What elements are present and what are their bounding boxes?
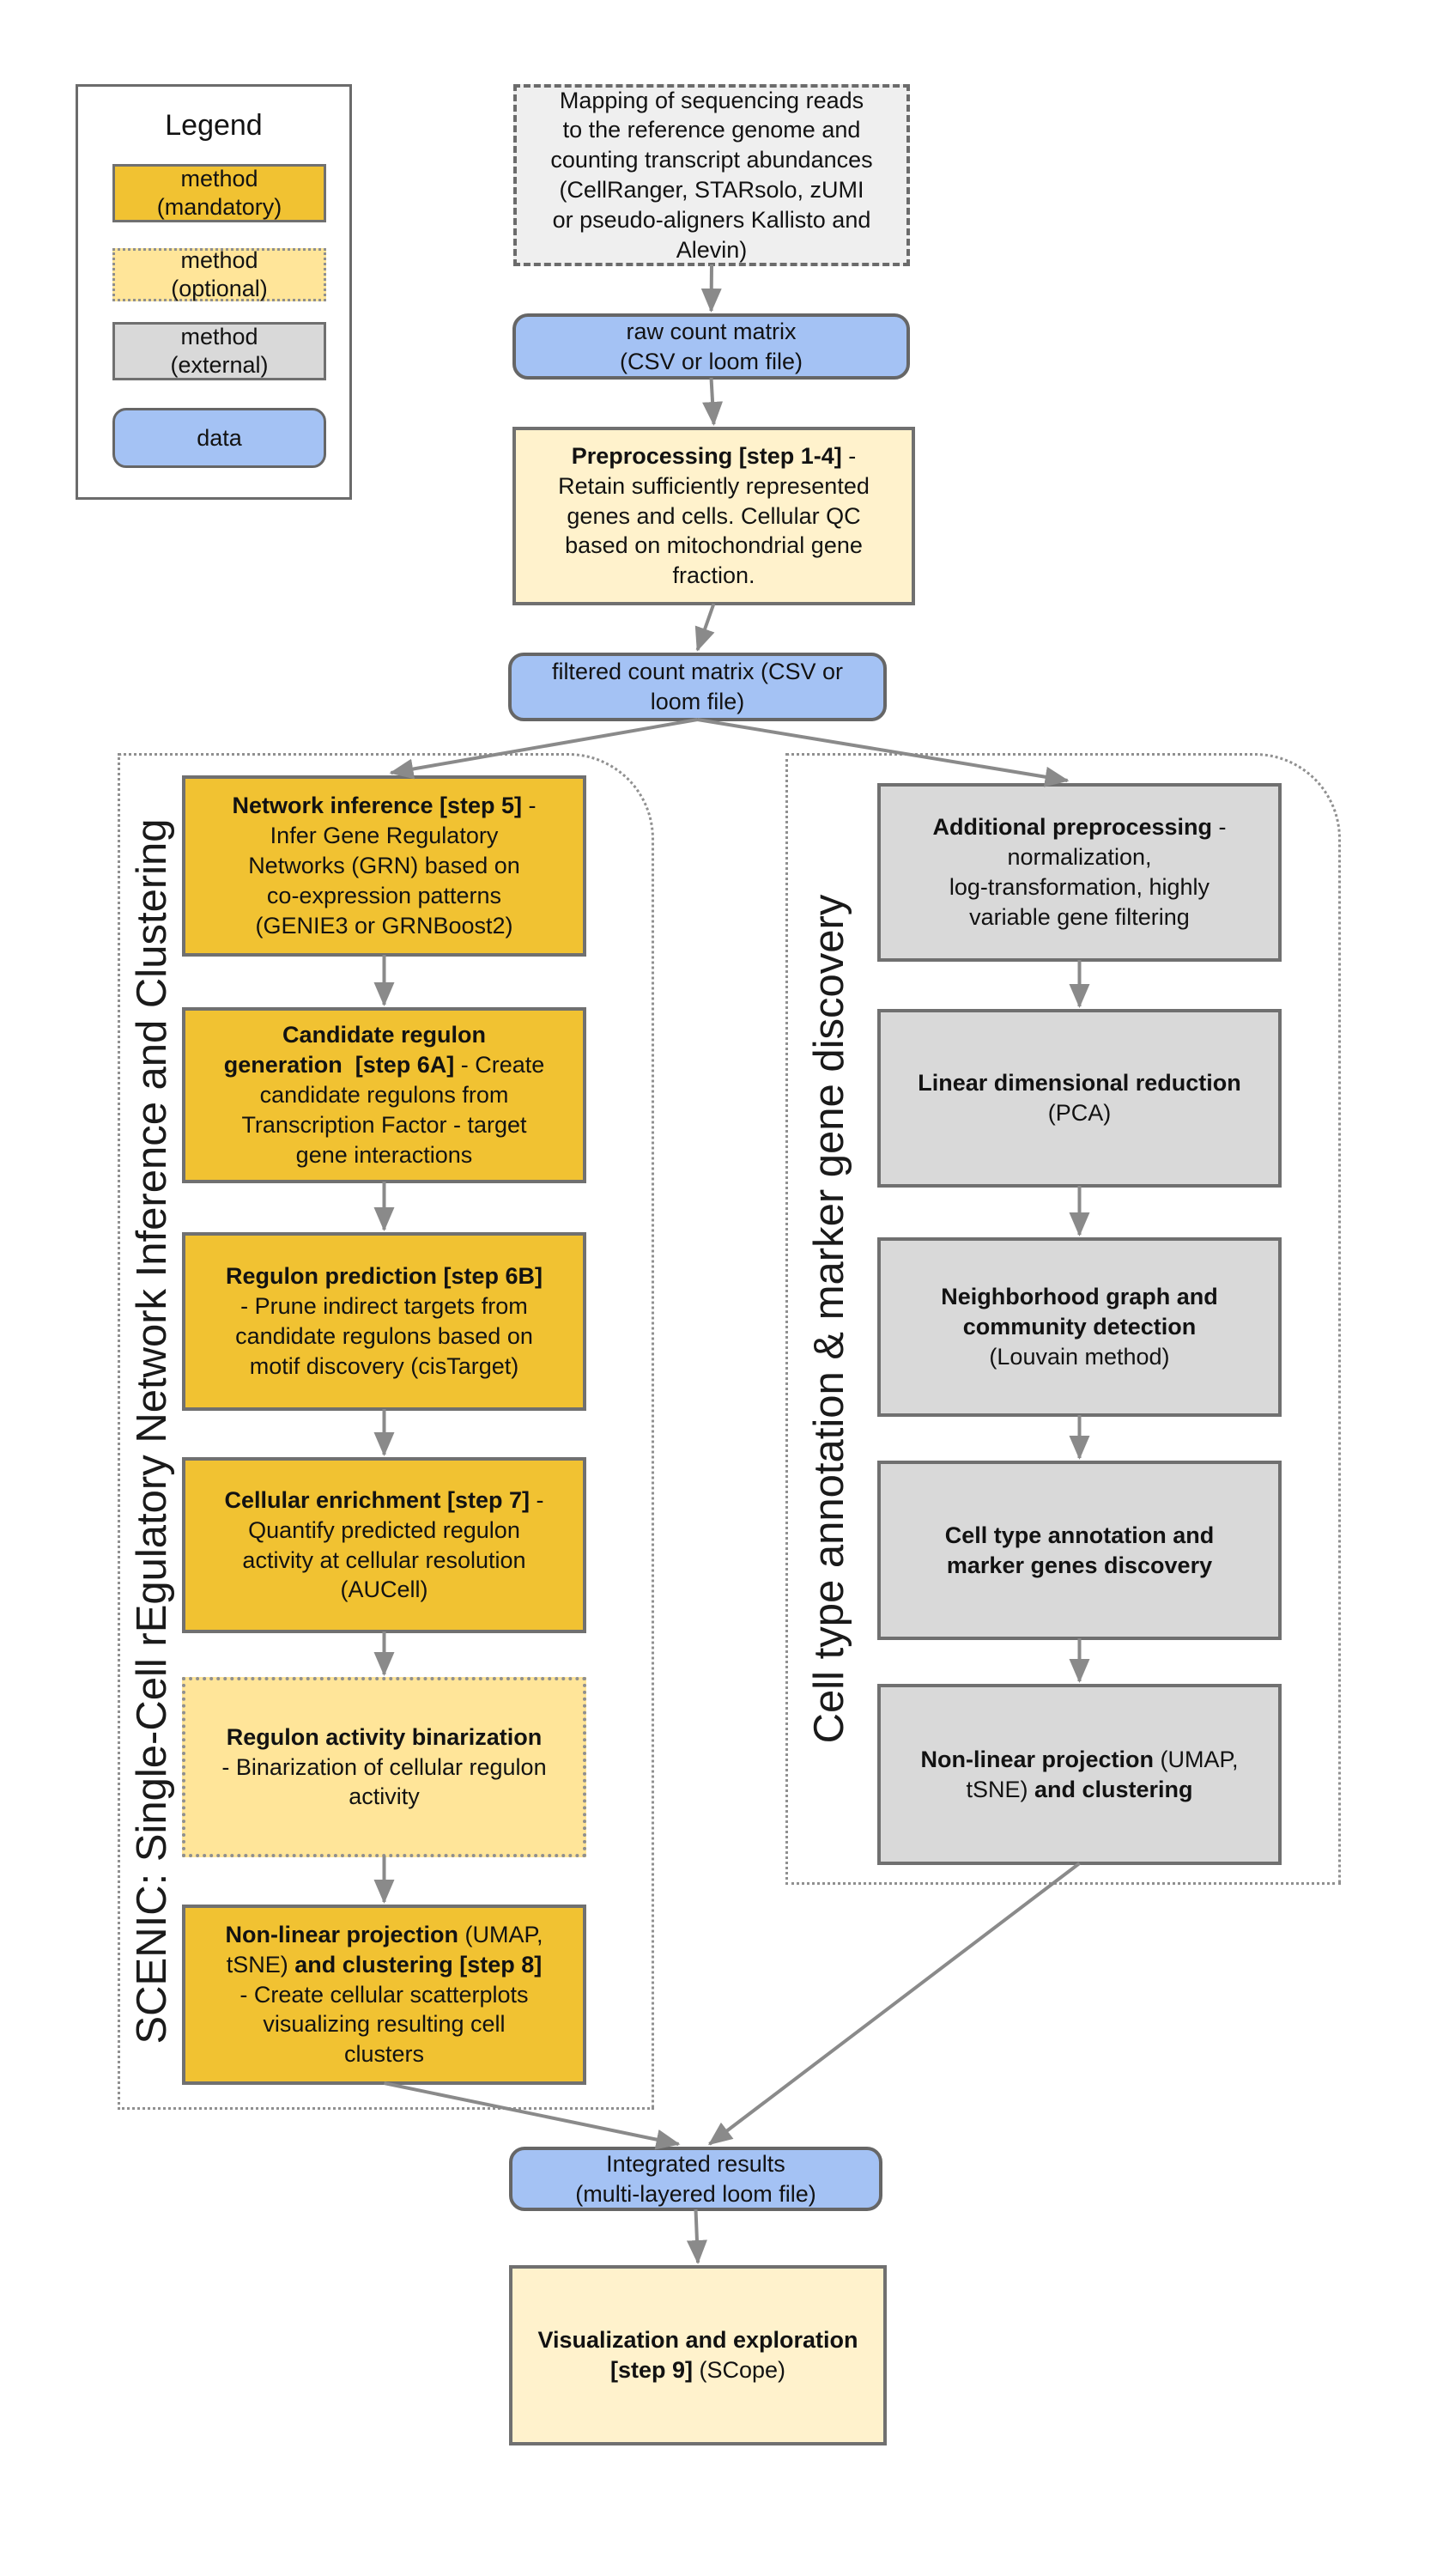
- node-text: Mapping of sequencing reads to the refer…: [550, 87, 873, 263]
- node-nonlinear-projection-clustering-celltype: Non-linear projection (UMAP, tSNE) and c…: [877, 1684, 1282, 1865]
- node-text: Linear dimensional reduction (PCA): [918, 1070, 1241, 1126]
- node-network-inference: Network inference [step 5] - Infer Gene …: [182, 775, 586, 957]
- node-regulon-prediction: Regulon prediction [step 6B] - Prune ind…: [182, 1232, 586, 1411]
- node-integrated-results: Integrated results (multi-layered loom f…: [509, 2147, 882, 2211]
- node-text: Cell type annotation and marker genes di…: [944, 1522, 1215, 1578]
- node-preprocessing: Preprocessing [step 1-4] - Retain suffic…: [512, 427, 915, 605]
- node-regulon-activity-binarization: Regulon activity binarization - Binariza…: [182, 1677, 586, 1857]
- node-text: Additional preprocessing - normalization…: [932, 814, 1227, 930]
- scenic-group-label: SCENIC: Single-Cell rEgulatory Network I…: [129, 818, 175, 2044]
- node-text: Regulon prediction [step 6B] - Prune ind…: [225, 1263, 543, 1379]
- node-text: Candidate regulon generation [step 6A] -…: [223, 1022, 545, 1168]
- node-linear-dimensional-reduction: Linear dimensional reduction (PCA): [877, 1009, 1282, 1188]
- node-text: Preprocessing [step 1-4] - Retain suffic…: [558, 442, 870, 589]
- celltype-group-label: Cell type annotation & marker gene disco…: [806, 894, 852, 1744]
- node-text: Non-linear projection (UMAP, tSNE) and c…: [920, 1746, 1239, 1802]
- legend-item-method-optional: method (optional): [112, 247, 326, 301]
- legend-title: Legend: [165, 109, 263, 142]
- node-text: Non-linear projection (UMAP, tSNE) and c…: [225, 1921, 543, 2068]
- node-raw-count-matrix: raw count matrix (CSV or loom file): [512, 313, 910, 380]
- node-candidate-regulon-generation: Candidate regulon generation [step 6A] -…: [182, 1007, 586, 1183]
- legend-item-method-external: method (external): [112, 322, 326, 380]
- node-text: filtered count matrix (CSV or loom file): [551, 659, 844, 714]
- node-mapping-sequencing-reads: Mapping of sequencing reads to the refer…: [513, 84, 910, 266]
- node-text: Network inference [step 5] - Infer Gene …: [232, 793, 537, 939]
- node-text: Regulon activity binarization - Binariza…: [221, 1723, 547, 1810]
- node-additional-preprocessing: Additional preprocessing - normalization…: [877, 783, 1282, 962]
- legend: Legend method (mandatory) method (option…: [76, 84, 352, 500]
- node-cellular-enrichment: Cellular enrichment [step 7] - Quantify …: [182, 1457, 586, 1633]
- node-visualization-exploration: Visualization and exploration [step 9] (…: [509, 2265, 887, 2445]
- node-neighborhood-graph-community-detection: Neighborhood graph and community detecti…: [877, 1237, 1282, 1417]
- node-text: Integrated results (multi-layered loom f…: [575, 2150, 816, 2207]
- node-filtered-count-matrix: filtered count matrix (CSV or loom file): [508, 653, 887, 721]
- node-text: Visualization and exploration [step 9] (…: [537, 2327, 858, 2383]
- legend-item-data: data: [112, 408, 326, 468]
- node-text: Cellular enrichment [step 7] - Quantify …: [224, 1486, 544, 1603]
- node-text: Neighborhood graph and community detecti…: [941, 1284, 1218, 1370]
- node-text: raw count matrix (CSV or loom file): [619, 318, 803, 374]
- node-nonlinear-projection-clustering-scenic: Non-linear projection (UMAP, tSNE) and c…: [182, 1905, 586, 2085]
- legend-item-method-mandatory: method (mandatory): [112, 164, 326, 222]
- node-cell-type-annotation-marker-genes: Cell type annotation and marker genes di…: [877, 1461, 1282, 1640]
